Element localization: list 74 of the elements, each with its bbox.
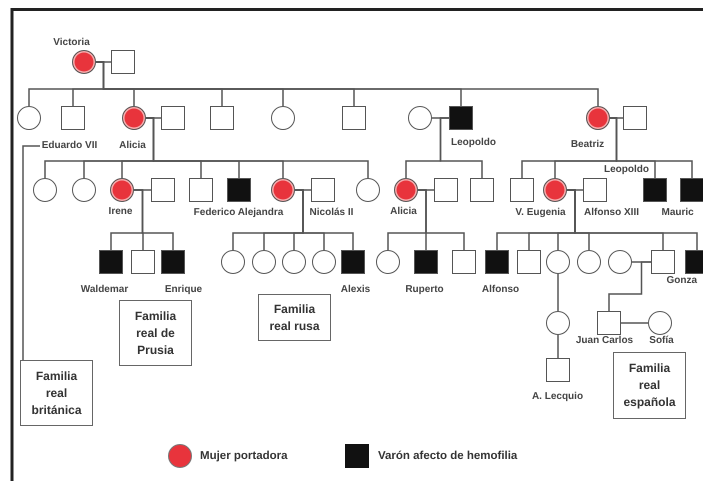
female-symbol	[376, 250, 400, 274]
female-symbol	[577, 250, 601, 274]
male-symbol	[434, 178, 458, 202]
person-name: V. Eugenia	[515, 206, 566, 218]
person-name: Alicia	[119, 140, 146, 152]
female-symbol	[608, 250, 632, 274]
person-name: Alejandra	[238, 206, 284, 218]
leader-line	[22, 145, 40, 360]
male-symbol	[151, 178, 175, 202]
legend-label: Mujer portadora	[200, 449, 288, 463]
male-symbol	[470, 178, 494, 202]
person-name: Ruperto	[405, 284, 444, 296]
person-name: Mauric	[662, 206, 694, 218]
family-label: Familia real española	[622, 360, 677, 411]
family-label: Familia real de Prusia	[134, 308, 178, 358]
descent-line	[134, 189, 174, 250]
female-symbol	[356, 178, 380, 202]
person-name: Enrique	[164, 284, 202, 296]
family-label: Familia real británica	[30, 368, 83, 418]
family-box	[613, 352, 686, 419]
female-symbol	[33, 178, 57, 202]
family-box	[119, 300, 192, 366]
person-name: Gonza	[666, 274, 698, 286]
male-symbol	[342, 106, 366, 130]
female-symbol	[312, 250, 336, 274]
family-box	[258, 294, 331, 341]
female-symbol	[546, 311, 570, 335]
male-symbol	[161, 106, 185, 130]
descent-line	[557, 274, 559, 311]
female-symbol	[271, 106, 295, 130]
female-symbol	[282, 250, 306, 274]
person-name: Beatriz	[570, 138, 604, 150]
female-symbol	[546, 250, 570, 274]
male-symbol	[131, 250, 155, 274]
person-name: Eduardo VII	[42, 140, 98, 152]
person-name: Juan Carlos	[576, 334, 634, 346]
male-symbol	[111, 50, 135, 74]
person-name: Waldemar	[80, 284, 128, 296]
descent-line	[440, 117, 483, 178]
person-name: Sofía	[649, 334, 674, 346]
descent-line	[610, 117, 693, 178]
male-symbol	[510, 178, 534, 202]
female-symbol	[17, 106, 41, 130]
male-symbol	[452, 250, 476, 274]
person-name: Alexis	[340, 284, 370, 296]
descent-line	[608, 261, 651, 311]
person-name: Leopoldo	[451, 136, 496, 148]
male-symbol	[189, 178, 213, 202]
person-name: Alicia	[390, 206, 417, 218]
male-symbol	[651, 250, 675, 274]
family-box	[20, 360, 93, 426]
person-name: Federico	[194, 206, 236, 218]
male-symbol	[623, 106, 647, 130]
descent-line	[567, 189, 698, 250]
descent-line	[146, 117, 369, 178]
legend-label: Varón afecto de hemofilia	[378, 449, 518, 463]
person-name: Victoria	[53, 36, 90, 48]
female-symbol	[72, 178, 96, 202]
descent-line	[418, 189, 465, 250]
person-name: Alfonso XIII	[584, 206, 639, 218]
male-symbol	[517, 250, 541, 274]
female-symbol	[252, 250, 276, 274]
person-name: Nicolás II	[310, 206, 354, 218]
person-name: Alfonso	[482, 284, 520, 296]
person-name: A. Lecquio	[532, 390, 584, 402]
family-label: Familia real rusa	[268, 300, 321, 334]
mating-line	[621, 322, 648, 324]
descent-line	[557, 335, 559, 358]
descent-line	[295, 189, 354, 250]
person-name: Irene	[108, 206, 132, 218]
female-symbol	[408, 106, 432, 130]
male-symbol	[210, 106, 234, 130]
person-name: Leopoldo	[604, 164, 649, 176]
female-symbol	[221, 250, 245, 274]
